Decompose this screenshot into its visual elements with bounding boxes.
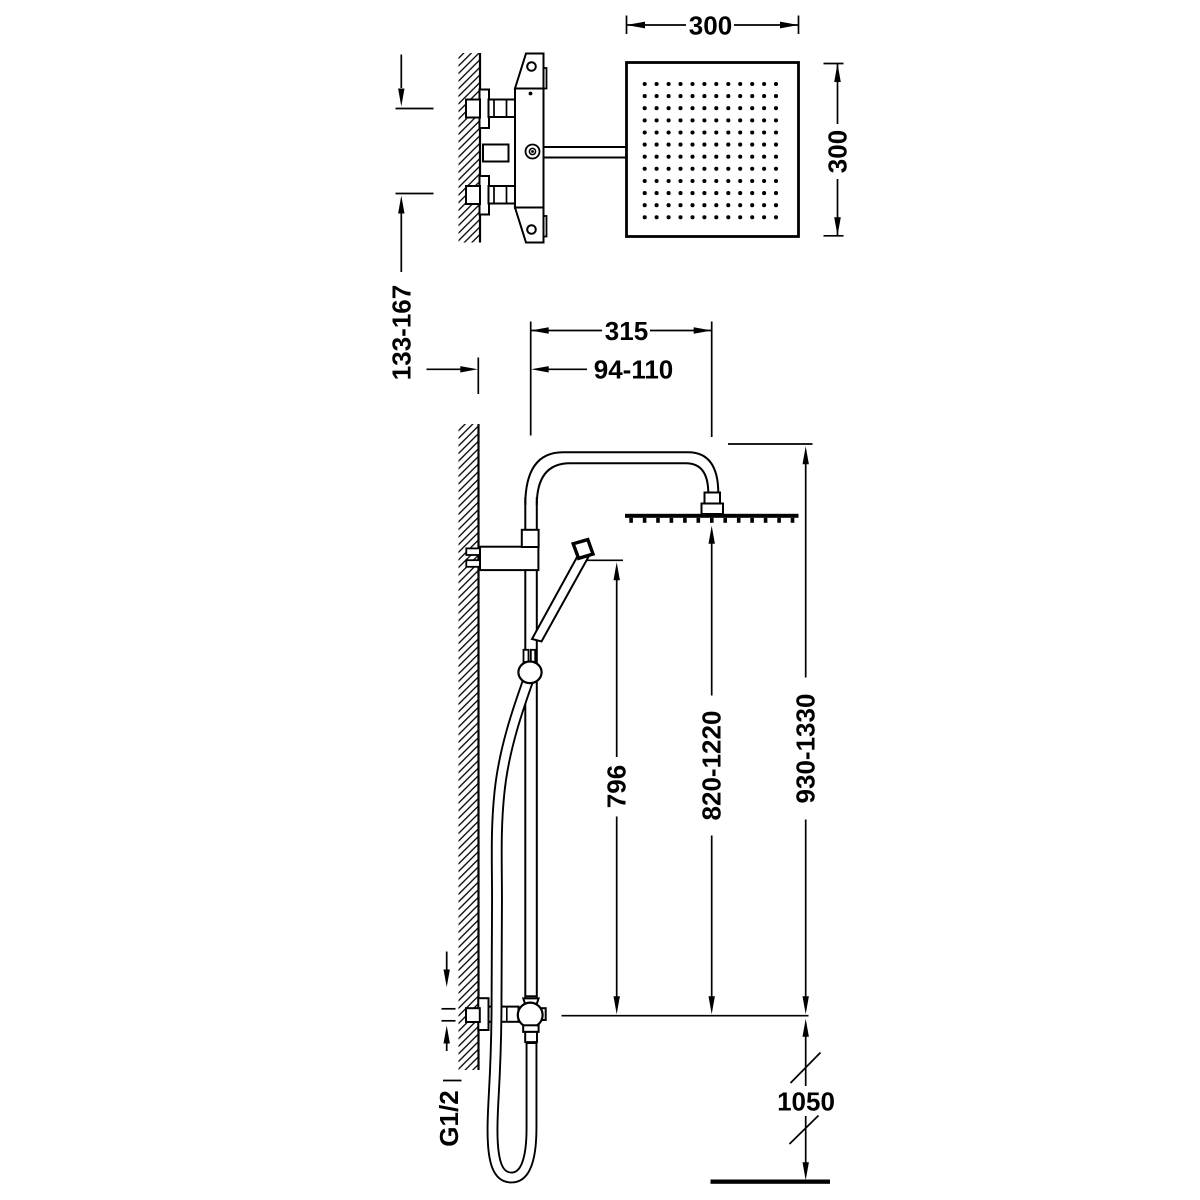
dim-label-handshower-height: 796 xyxy=(602,765,632,808)
upper-union-nut xyxy=(465,98,481,119)
dim-label-arm-reach: 315 xyxy=(605,316,648,346)
rain-head-top-view xyxy=(625,61,800,238)
dim-label-head-depth: 300 xyxy=(823,130,853,173)
dimension-handshower-height: 796 xyxy=(587,559,632,1015)
hose-outlet xyxy=(524,1030,539,1044)
nozzle-teeth xyxy=(629,517,795,523)
supply-nut xyxy=(465,1007,481,1024)
dimension-head-width: 300 xyxy=(625,11,800,41)
diverter-ball xyxy=(516,1001,544,1029)
shower-arm xyxy=(524,451,720,506)
supply-valve xyxy=(465,995,547,1044)
front-view: 315 94-110 xyxy=(426,316,835,1184)
dimension-inlet-centers: 133-167 xyxy=(387,54,434,380)
dimension-overall-height: 930-1330 xyxy=(728,443,821,1015)
thermostat-valve-top-view xyxy=(465,52,627,244)
center-stub xyxy=(482,143,510,163)
top-view: 300 300 133-167 xyxy=(387,11,853,381)
center-screw xyxy=(524,143,541,160)
dim-label-overall-height: 930-1330 xyxy=(791,694,821,804)
dimension-head-depth: 300 xyxy=(823,62,853,237)
hand-shower-handle xyxy=(530,553,592,643)
dimension-wall-to-riser: 94-110 xyxy=(426,355,674,394)
dim-label-inlet-centers: 133-167 xyxy=(387,285,417,380)
floor-line xyxy=(710,1179,830,1184)
nozzle-dot-grid xyxy=(642,81,779,220)
dimension-arm-reach: 315 xyxy=(529,316,713,437)
wall-bracket xyxy=(465,528,540,572)
rain-head-front-view xyxy=(625,491,799,523)
riser-pipe xyxy=(524,497,538,999)
hand-shower-hose xyxy=(486,676,538,1184)
head-connector-nut xyxy=(703,491,721,505)
dim-label-thread-size: G1/2 xyxy=(434,1090,464,1146)
hand-shower xyxy=(517,537,596,685)
dimension-supply-to-floor: 1050 xyxy=(710,1018,835,1184)
dim-label-wall-to-riser: 94-110 xyxy=(594,355,674,385)
slider-knob xyxy=(517,660,543,685)
dimension-rainhead-height: 820-1220 xyxy=(697,525,727,1015)
dim-label-head-width: 300 xyxy=(689,11,732,41)
wall-section-top-view xyxy=(458,53,482,243)
wall-section-front-view xyxy=(458,424,480,1070)
hand-shower-head xyxy=(570,537,596,561)
lower-union-nut xyxy=(465,185,481,205)
dim-label-rainhead-height: 820-1220 xyxy=(697,711,727,821)
dim-label-supply-to-floor: 1050 xyxy=(777,1087,835,1117)
dimension-thread-size: G1/2 xyxy=(434,951,464,1147)
